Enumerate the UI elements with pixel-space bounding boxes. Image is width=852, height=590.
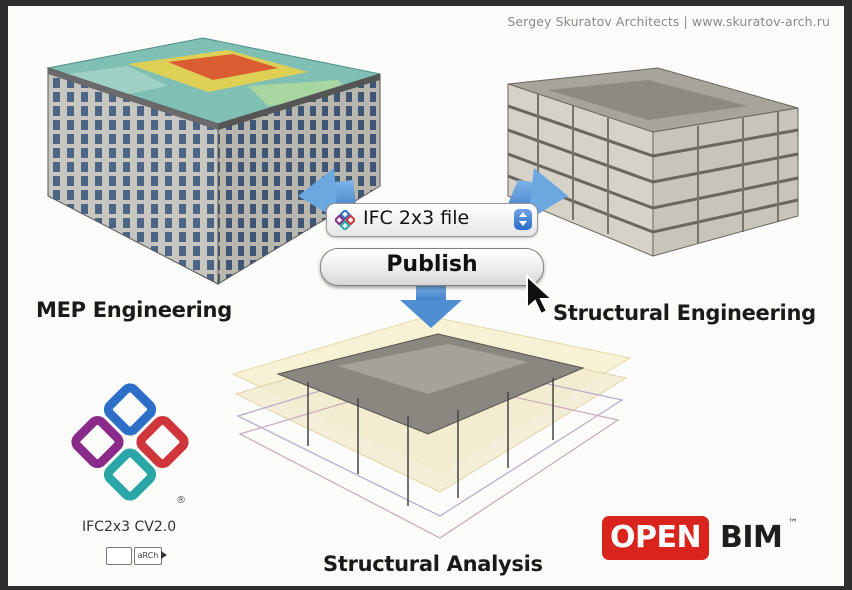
credit-text: Sergey Skuratov Architects | www.skurato…: [507, 14, 830, 29]
structural-engineering-label: Structural Engineering: [553, 301, 816, 325]
certification-badge-arch: aRCh: [134, 547, 162, 565]
dropdown-value: IFC 2x3 file: [363, 207, 470, 229]
mouse-cursor-icon: [526, 274, 555, 316]
structural-analysis-label: Structural Analysis: [323, 552, 543, 576]
ifc-file-icon: [335, 210, 355, 230]
dropdown-stepper-icon[interactable]: [514, 209, 532, 230]
ifc-logo-icon: [71, 383, 189, 501]
badge-arrow-icon: [161, 551, 167, 559]
structural-building-model: [507, 67, 799, 257]
diagram-canvas: Sergey Skuratov Architects | www.skurato…: [8, 6, 844, 586]
openbim-trademark: ™: [788, 518, 798, 529]
file-format-dropdown[interactable]: IFC 2x3 file: [326, 203, 538, 237]
publish-button[interactable]: Publish: [320, 248, 544, 286]
openbim-bim-text: BIM: [720, 520, 783, 555]
mep-engineering-label: MEP Engineering: [36, 298, 232, 322]
flow-arrow-down: [400, 282, 462, 328]
registered-mark: ®: [176, 495, 186, 506]
ifc-certification-caption: IFC2x3 CV2.0: [82, 519, 177, 535]
structural-analysis-model: [231, 315, 632, 539]
diagram-graphics: [46, 37, 799, 539]
openbim-open-text: OPEN: [602, 516, 710, 560]
publish-button-label: Publish: [386, 252, 478, 277]
mep-building-model: [46, 37, 381, 285]
certification-badge-blank: [106, 547, 132, 565]
